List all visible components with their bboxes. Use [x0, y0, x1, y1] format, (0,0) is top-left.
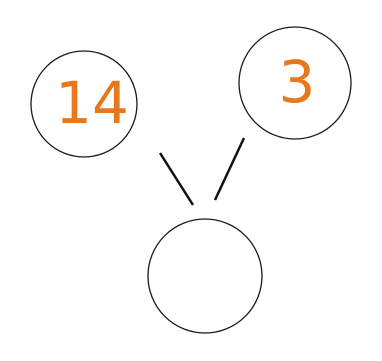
connector-line-left — [160, 153, 193, 205]
connector-line-right — [215, 138, 244, 200]
node-circle-bottom — [148, 219, 262, 333]
node-left: 14 — [31, 51, 143, 157]
node-bottom — [148, 219, 269, 333]
node-value-right: 3 — [279, 48, 316, 116]
node-right: 3 — [239, 27, 358, 139]
node-value-left: 14 — [55, 69, 129, 137]
